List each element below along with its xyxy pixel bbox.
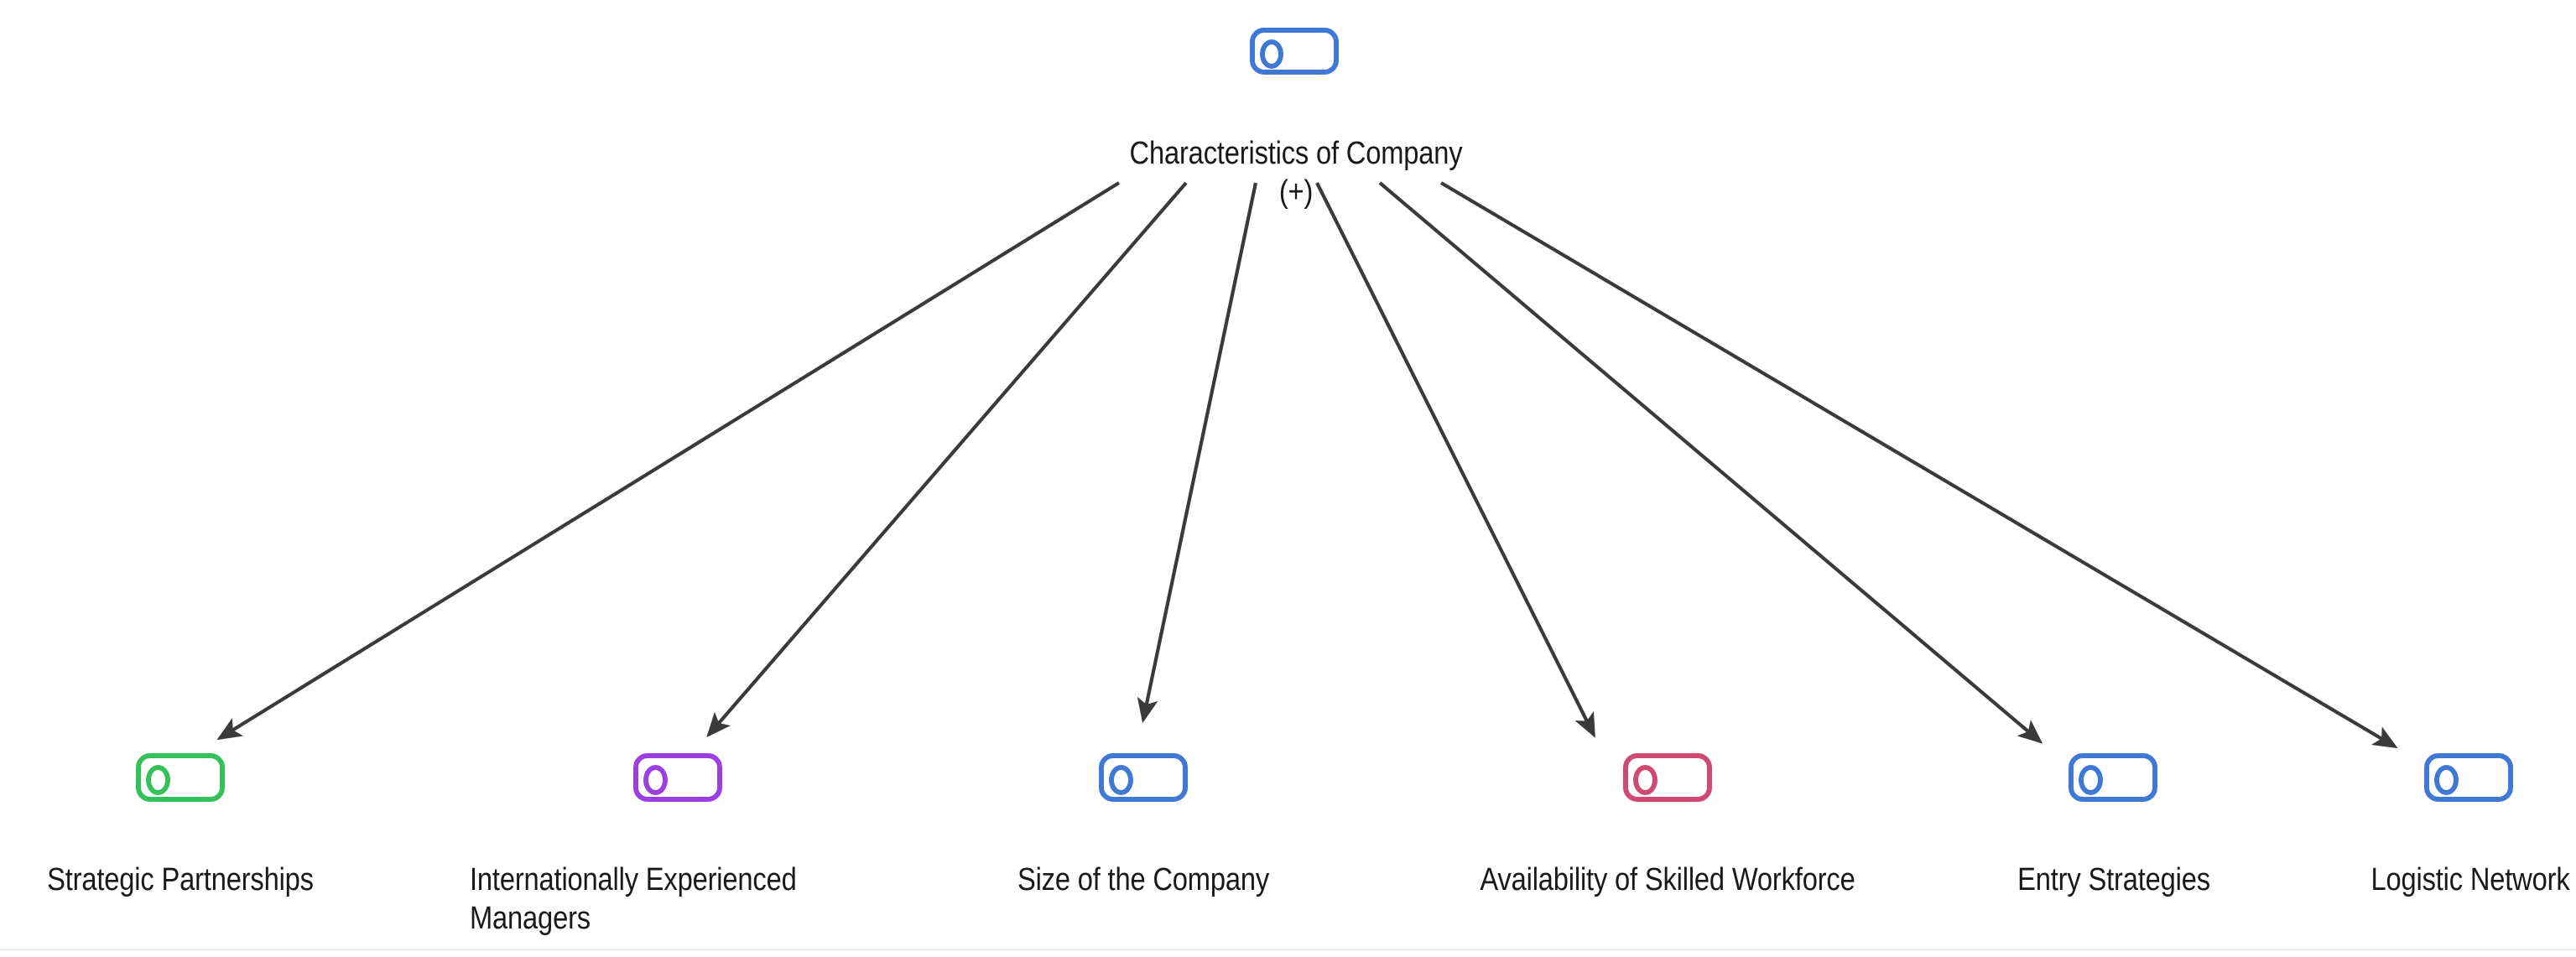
- rounded-rect-oval-icon: [2069, 753, 2157, 802]
- node-label-size-of-the-company: Size of the Company: [1017, 862, 1270, 897]
- oval-glyph: [1109, 765, 1133, 795]
- edge-root-to-availability-of-skilled-workforce: [1315, 182, 1595, 738]
- node-label-strategic-partnerships: Strategic Partnerships: [47, 862, 314, 897]
- rounded-rect-oval-icon: [2424, 753, 2513, 802]
- rounded-rect-oval-icon: [1250, 28, 1339, 75]
- rounded-rect-oval-icon: [1623, 753, 1712, 802]
- oval-glyph: [643, 765, 668, 795]
- oval-glyph: [1633, 765, 1657, 795]
- rounded-rect-oval-icon: [633, 753, 722, 802]
- node-label-root: Characteristics of Company (+): [1129, 136, 1463, 211]
- oval-glyph: [1260, 39, 1283, 69]
- oval-glyph: [146, 765, 170, 795]
- edge-root-to-size-of-the-company: [1137, 182, 1258, 724]
- rounded-rect-oval-icon: [136, 753, 225, 802]
- edge-root-to-strategic-partnerships: [216, 181, 1121, 741]
- node-label-availability-of-skilled-workforce: Availability of Skilled Workforce: [1480, 862, 1855, 897]
- oval-glyph: [2434, 765, 2459, 795]
- oval-glyph: [2079, 765, 2103, 795]
- rounded-rect-oval-icon: [1099, 753, 1188, 802]
- node-label-entry-strategies: Entry Strategies: [2017, 862, 2210, 897]
- bottom-divider: [0, 949, 2576, 950]
- edge-root-to-internationally-experienced-managers: [706, 181, 1188, 738]
- edge-root-to-entry-strategies: [1378, 181, 2043, 744]
- node-label-logistic-network: Logistic Network: [2370, 862, 2570, 897]
- edge-root-to-logistic-network: [1439, 181, 2398, 749]
- node-label-internationally-experienced-managers: Internationally Experienced Managers: [470, 862, 797, 937]
